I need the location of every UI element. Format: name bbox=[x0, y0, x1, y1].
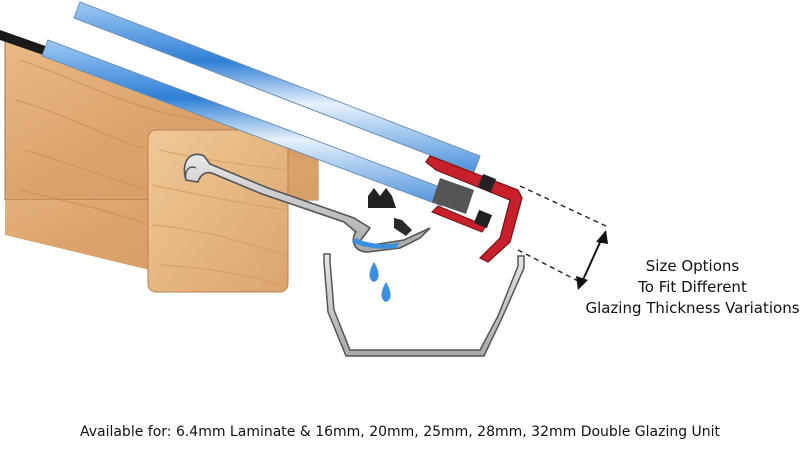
size-options-line-3: Glazing Thickness Variations bbox=[585, 299, 800, 317]
glass-pane-lower bbox=[41, 39, 449, 207]
glazing-gaskets bbox=[368, 188, 412, 236]
size-options-line-1: Size Options bbox=[645, 257, 740, 275]
availability-caption: Available for: 6.4mm Laminate & 16mm, 20… bbox=[79, 424, 721, 440]
thickness-arrow bbox=[576, 230, 608, 290]
gutter bbox=[323, 253, 525, 357]
size-options-line-2: To Fit Different bbox=[638, 278, 747, 296]
aluminium-glazing-bar bbox=[183, 153, 431, 253]
water-drops bbox=[352, 238, 400, 302]
size-options-label: Size Options To Fit Different Glazing Th… bbox=[585, 256, 800, 319]
timber-block bbox=[147, 129, 289, 293]
dimension-extension-lines bbox=[517, 185, 607, 283]
glass-pane-upper bbox=[73, 1, 481, 173]
glazing-spacers bbox=[432, 173, 497, 229]
